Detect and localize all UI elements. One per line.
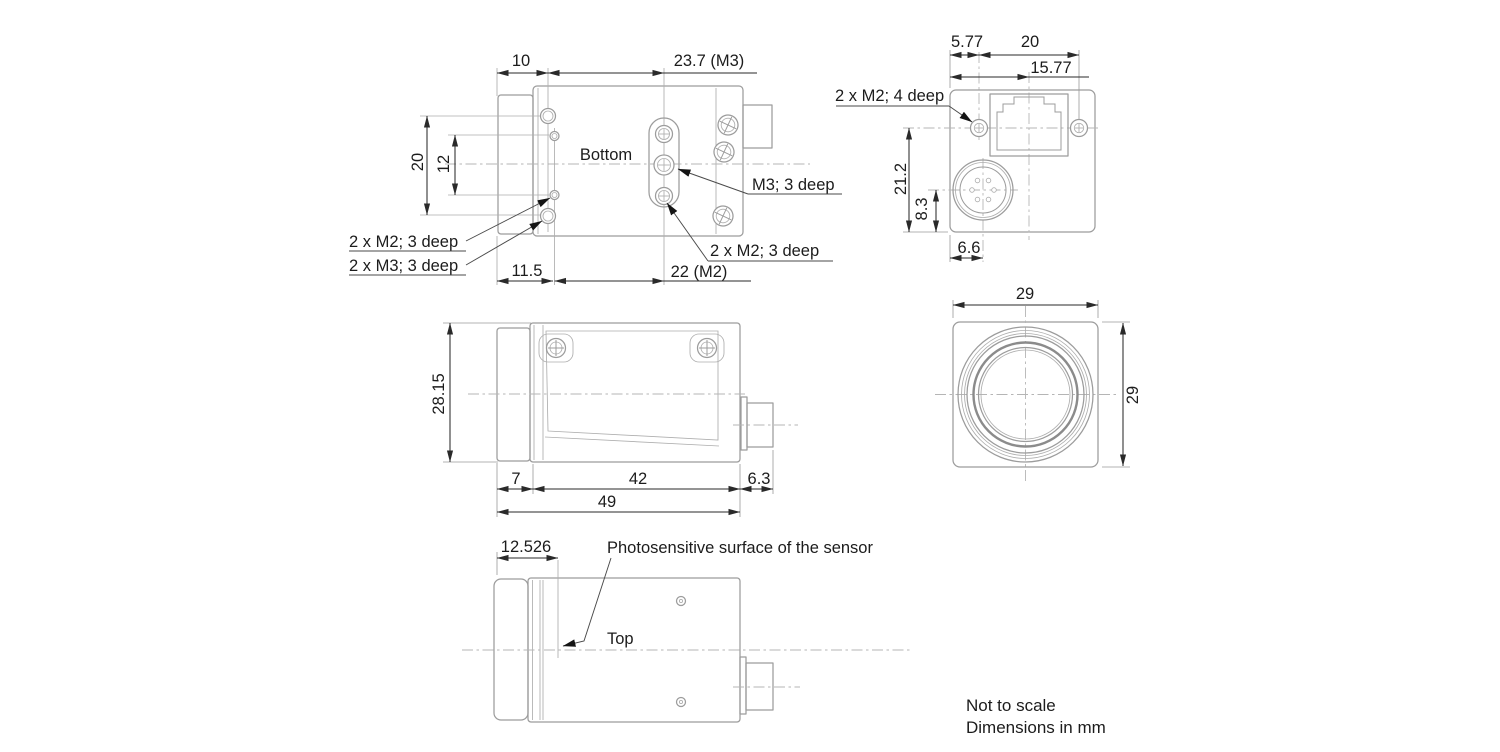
callout-m3-center-text: M3; 3 deep — [752, 176, 835, 194]
side-connector-step — [740, 396, 748, 451]
dim-12-526: 12.526 — [501, 538, 551, 556]
rear-body-outline — [949, 89, 1096, 233]
dim-29-width: 29 — [1016, 285, 1034, 303]
dim-15-77: 15.77 — [1030, 59, 1071, 77]
dim-29-height: 29 — [1124, 386, 1142, 404]
dim-6-3: 6.3 — [748, 470, 771, 488]
side-screw-front — [538, 333, 574, 363]
rear-screw-left — [969, 118, 989, 138]
dim-42: 42 — [629, 470, 647, 488]
rear-view-dimensions: 5.77 20 15.77 21.2 8.3 6.6 — [892, 33, 1089, 262]
side-body-outline — [529, 322, 741, 463]
case-screws — [712, 114, 739, 227]
camera-body-outline — [532, 85, 744, 237]
callout-m2-left: 2 x M2; 3 deep — [349, 197, 551, 252]
rear-view: 5.77 20 15.77 21.2 8.3 6.6 2 x M2; 4 dee… — [835, 33, 1098, 262]
dim-21-2: 21.2 — [892, 163, 910, 195]
callout-m3-center: M3; 3 deep — [677, 168, 842, 195]
ethernet-port — [989, 93, 1069, 157]
mount-holes-left — [539, 107, 560, 225]
rear-screw-right — [1069, 118, 1089, 138]
callout-sensor: Photosensitive surface of the sensor — [562, 539, 873, 647]
callout-m3-left: 2 x M3; 3 deep — [349, 220, 543, 276]
dim-5-77: 5.77 — [951, 33, 983, 51]
drawing-notes: Not to scale Dimensions in mm — [966, 696, 1106, 737]
bottom-view: 10 23.7 (M3) 20 12 11.5 22 (M2) Bottom M… — [349, 52, 842, 285]
top-connector-step — [739, 656, 747, 715]
dim-12: 12 — [435, 155, 453, 173]
tripod-mount-slot — [648, 117, 680, 208]
dim-7: 7 — [511, 470, 520, 488]
bottom-view-label: Bottom — [580, 146, 632, 164]
top-screw-holes — [675, 595, 687, 708]
dim-49: 49 — [598, 493, 616, 511]
lens-mount — [957, 326, 1094, 463]
callout-m2-rear-text: 2 x M2; 4 deep — [835, 87, 944, 105]
dim-28-15: 28.15 — [430, 373, 448, 414]
callout-m2-lower: 2 x M2; 3 deep — [666, 202, 833, 262]
dim-20-rear: 20 — [1021, 33, 1039, 51]
power-io-connector — [952, 159, 1014, 221]
callout-sensor-text: Photosensitive surface of the sensor — [607, 539, 873, 557]
callout-m2-rear: 2 x M2; 4 deep — [835, 87, 973, 123]
dim-10: 10 — [512, 52, 530, 70]
note-dimensions-mm: Dimensions in mm — [966, 718, 1106, 737]
top-view-dimensions: 12.526 — [496, 538, 559, 575]
side-view-dimensions: 28.15 7 42 6.3 49 — [430, 322, 774, 517]
side-lens-barrel — [496, 327, 531, 462]
bottom-view-dimensions: 10 23.7 (M3) 20 12 11.5 22 (M2) — [409, 52, 757, 285]
callout-m3-left-text: 2 x M3; 3 deep — [349, 257, 458, 275]
top-lens-barrel — [493, 578, 529, 721]
dim-20: 20 — [409, 153, 427, 171]
side-view: 28.15 7 42 6.3 49 — [430, 322, 798, 517]
top-connector — [745, 662, 774, 711]
dim-23-7-m3: 23.7 (M3) — [674, 52, 745, 70]
side-screw-rear — [689, 333, 725, 363]
connector-stub-outline — [742, 104, 773, 149]
dim-6-6: 6.6 — [958, 239, 981, 257]
dim-8-3: 8.3 — [913, 198, 931, 221]
side-panel-outline — [545, 330, 719, 441]
dim-11-5: 11.5 — [512, 262, 543, 280]
dim-22-m2: 22 (M2) — [671, 263, 728, 281]
callout-m2-lower-text: 2 x M2; 3 deep — [710, 242, 819, 260]
front-view: 29 29 — [935, 285, 1142, 484]
side-connector — [746, 402, 774, 448]
callout-m2-left-text: 2 x M2; 3 deep — [349, 233, 458, 251]
front-view-dimensions: 29 29 — [952, 285, 1142, 468]
top-view: 12.526 Photosensitive surface of the sen… — [462, 538, 912, 723]
top-view-label: Top — [607, 630, 634, 648]
note-not-to-scale: Not to scale — [966, 696, 1056, 715]
